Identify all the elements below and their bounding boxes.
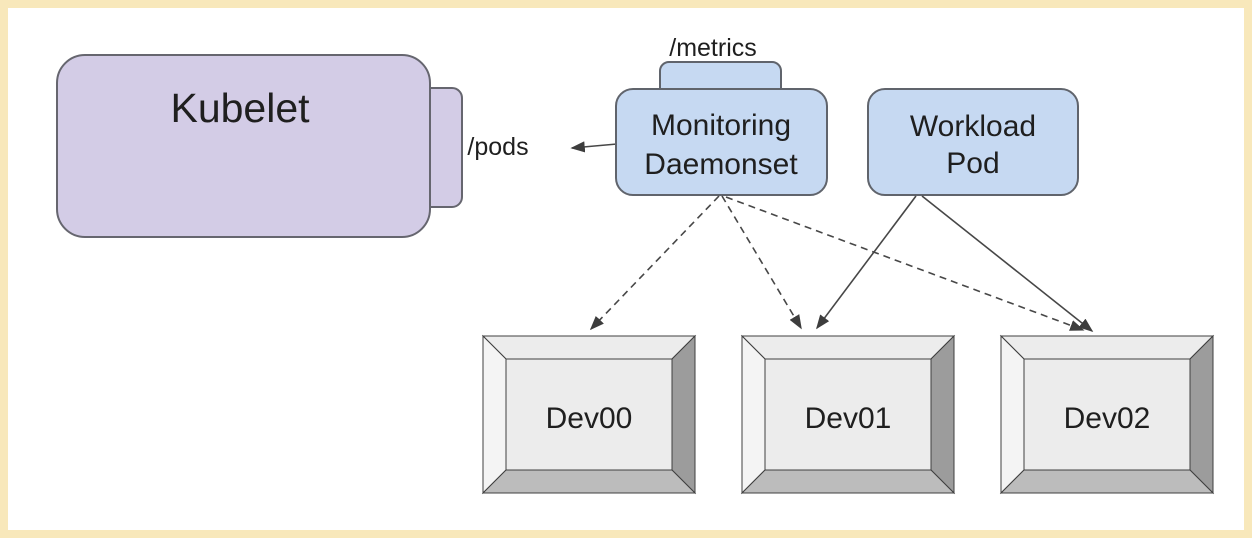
pods-endpoint-label: /pods [467,133,528,161]
kubelet-label: Kubelet [170,85,310,131]
workload-pod-box [867,88,1079,196]
dev02-bevel-top [999,335,1215,360]
dev00-bevel-bottom [481,469,697,494]
workload-pod-label-line1: Workload [910,110,1036,143]
edge-workload-to-dev02 [921,195,1094,332]
dev00-bevel-right [671,334,696,495]
dev02-label: Dev02 [1064,402,1151,435]
monitoring-daemonset-label-line2: Daemonset [644,148,798,181]
node-monitoring-daemonset: /metrics Monitoring Daemonset [615,34,828,196]
dev01-bevel-left [741,334,766,495]
dev02-face [1023,358,1191,471]
node-dev02: Dev02 [999,334,1215,495]
dev00-label: Dev00 [546,402,633,435]
edge-monitoring-to-dev01 [721,195,802,330]
edge-workload-to-dev01 [816,195,917,330]
monitoring-daemonset-box [615,88,828,196]
node-dev00: Dev00 [481,334,697,495]
dev01-bevel-right [930,334,955,495]
dev01-bevel-bottom [740,469,956,494]
workload-pod-label-line2: Pod [946,147,999,180]
node-kubelet: Kubelet [56,54,463,238]
dev01-label: Dev01 [805,402,892,435]
dev02-bevel-left [1000,334,1025,495]
dev00-bevel-left [482,334,507,495]
dev00-bevel-top [481,335,697,360]
monitoring-daemonset-label-line1: Monitoring [651,109,791,142]
dev01-face [764,358,932,471]
edge-monitoring-to-dev02 [725,196,1085,331]
edge-monitoring-to-kubelet-pods [570,141,618,153]
dev01-bevel-top [740,335,956,360]
dev02-bevel-bottom [999,469,1215,494]
node-workload-pod: Workload Pod [867,88,1079,196]
kubelet-box [56,54,431,238]
node-dev01: Dev01 [740,334,956,495]
dev00-face [505,358,673,471]
metrics-endpoint-label: /metrics [669,34,757,62]
dev02-bevel-right [1189,334,1214,495]
edge-monitoring-to-dev00 [589,195,720,331]
